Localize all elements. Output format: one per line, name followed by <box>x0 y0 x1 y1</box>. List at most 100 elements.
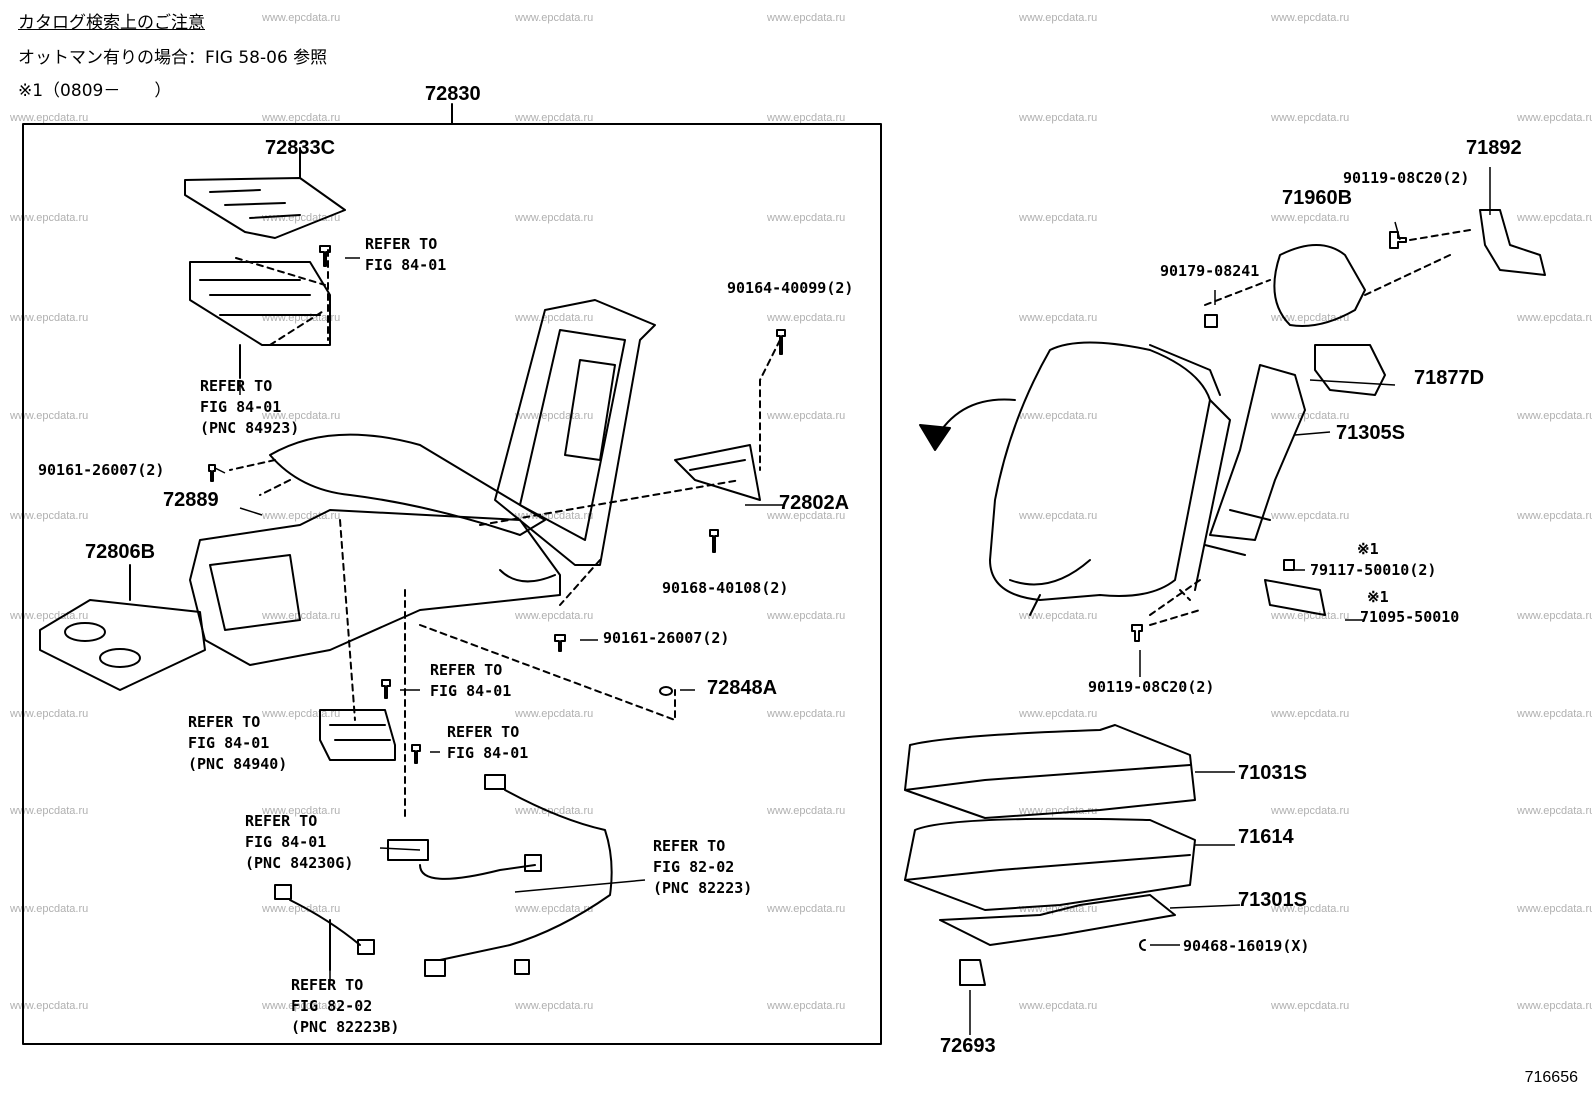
watermark-text: www.epcdata.ru <box>515 410 594 422</box>
watermark-text: www.epcdata.ru <box>515 610 594 622</box>
part-label-71614[interactable]: 71614 <box>1238 826 1294 848</box>
catalog-notice-title: カタログ検索上のご注意 <box>18 13 205 33</box>
part-label-72833c[interactable]: 72833C <box>265 137 336 159</box>
watermark-text: www.epcdata.ru <box>10 805 89 817</box>
watermark-text: www.epcdata.ru <box>10 1000 89 1012</box>
watermark-text: www.epcdata.ru <box>767 805 846 817</box>
watermark-text: www.epcdata.ru <box>1271 112 1350 124</box>
ottoman-note: オットマン有りの場合：FIG 58-06 参照 <box>18 48 328 68</box>
console-body-shape <box>189 299 656 666</box>
part-label-90119-08c20-a[interactable]: 90119-08C20(2) <box>1343 169 1470 187</box>
cushion-71031s-shape <box>904 724 1196 819</box>
watermark-text: www.epcdata.ru <box>10 312 89 324</box>
watermark-text: www.epcdata.ru <box>767 212 846 224</box>
diagram-id: 716656 <box>1524 1069 1578 1086</box>
watermark-text: www.epcdata.ru <box>1271 708 1350 720</box>
watermark-text: www.epcdata.ru <box>262 510 341 522</box>
watermark-text: www.epcdata.ru <box>1517 410 1592 422</box>
watermark-text: www.epcdata.ru <box>10 410 89 422</box>
watermark-text: www.epcdata.ru <box>1019 610 1098 622</box>
watermark-text: www.epcdata.ru <box>262 12 341 24</box>
watermark-text: www.epcdata.ru <box>1271 212 1350 224</box>
part-label-90179-08241[interactable]: 90179-08241 <box>1160 262 1260 280</box>
watermark-text: www.epcdata.ru <box>262 212 341 224</box>
watermark-text: www.epcdata.ru <box>1019 212 1098 224</box>
wire-harness-shape <box>274 774 613 977</box>
part-label-72806b[interactable]: 72806B <box>85 541 156 563</box>
part-label-90161-26007-b[interactable]: 90161-26007(2) <box>603 629 730 647</box>
watermark-text: www.epcdata.ru <box>10 708 89 720</box>
pad-71614-shape <box>904 817 1196 911</box>
watermark-text: www.epcdata.ru <box>767 510 846 522</box>
watermark-text: www.epcdata.ru <box>515 312 594 324</box>
watermark-text: www.epcdata.ru <box>1517 212 1592 224</box>
watermark-text: www.epcdata.ru <box>1517 903 1592 915</box>
part-label-72802a[interactable]: 72802A <box>779 492 850 514</box>
part-label-71892[interactable]: 71892 <box>1466 137 1522 159</box>
switch-module-2-shape <box>319 709 396 761</box>
watermark-text: www.epcdata.ru <box>1271 12 1350 24</box>
watermark-text: www.epcdata.ru <box>10 903 89 915</box>
watermark-text: www.epcdata.ru <box>515 12 594 24</box>
watermark-text: www.epcdata.ru <box>262 610 341 622</box>
watermark-text: www.epcdata.ru <box>767 112 846 124</box>
watermark-text: www.epcdata.ru <box>1517 112 1592 124</box>
watermark-text: www.epcdata.ru <box>767 12 846 24</box>
watermark-text: www.epcdata.ru <box>1271 1000 1350 1012</box>
part-label-90468-16019[interactable]: 90468-16019(X) <box>1183 937 1310 955</box>
part-label-90161-26007-a[interactable]: 90161-26007(2) <box>38 461 165 479</box>
part-label-90168-40108[interactable]: 90168-40108(2) <box>662 579 789 597</box>
part-label-71031s[interactable]: 71031S <box>1238 762 1307 784</box>
part-label-72889[interactable]: 72889 <box>163 489 219 511</box>
watermark-text: www.epcdata.ru <box>262 410 341 422</box>
watermark-text: www.epcdata.ru <box>1517 805 1592 817</box>
watermark-text: www.epcdata.ru <box>262 805 341 817</box>
part-label-71960b[interactable]: 71960B <box>1282 187 1353 209</box>
watermark-text: www.epcdata.ru <box>10 510 89 522</box>
watermark-text: www.epcdata.ru <box>1271 410 1350 422</box>
watermark-text: www.epcdata.ru <box>515 112 594 124</box>
part-label-79117-50010[interactable]: 79117-50010(2) <box>1310 561 1437 579</box>
watermark-text: www.epcdata.ru <box>1019 708 1098 720</box>
part-label-72693[interactable]: 72693 <box>940 1035 996 1057</box>
watermark-text: www.epcdata.ru <box>1517 708 1592 720</box>
watermark-text: www.epcdata.ru <box>10 112 89 124</box>
watermark-text: www.epcdata.ru <box>262 112 341 124</box>
part-label-71095-50010[interactable]: 71095-50010 <box>1360 608 1460 626</box>
watermark-text: www.epcdata.ru <box>1271 903 1350 915</box>
note-mark-1b: ※1 <box>1367 588 1389 606</box>
watermark-text: www.epcdata.ru <box>767 1000 846 1012</box>
watermark-text: www.epcdata.ru <box>767 410 846 422</box>
part-label-71305s[interactable]: 71305S <box>1336 422 1405 444</box>
part-label-90164-40099[interactable]: 90164-40099(2) <box>727 279 854 297</box>
watermark-text: www.epcdata.ru <box>1517 610 1592 622</box>
watermark-text: www.epcdata.ru <box>1019 312 1098 324</box>
watermark-text: www.epcdata.ru <box>515 903 594 915</box>
watermark-text: www.epcdata.ru <box>10 212 89 224</box>
watermark-text: www.epcdata.ru <box>767 312 846 324</box>
watermark-text: www.epcdata.ru <box>1517 1000 1592 1012</box>
watermark-text: www.epcdata.ru <box>1019 510 1098 522</box>
part-label-71301s[interactable]: 71301S <box>1238 889 1307 911</box>
part-label-71877d[interactable]: 71877D <box>1414 367 1485 389</box>
panel-72833c-shape <box>184 147 346 239</box>
watermark-text: www.epcdata.ru <box>1271 510 1350 522</box>
watermark-text: www.epcdata.ru <box>1271 610 1350 622</box>
part-label-90119-08c20-b[interactable]: 90119-08C20(2) <box>1088 678 1215 696</box>
part-label-72848a[interactable]: 72848A <box>707 677 778 699</box>
watermark-text: www.epcdata.ru <box>262 1000 341 1012</box>
watermark-text: www.epcdata.ru <box>767 610 846 622</box>
cupholder-72806b-shape <box>39 564 206 691</box>
bracket-72802a-shape <box>674 444 761 501</box>
watermark-text: www.epcdata.ru <box>1271 805 1350 817</box>
